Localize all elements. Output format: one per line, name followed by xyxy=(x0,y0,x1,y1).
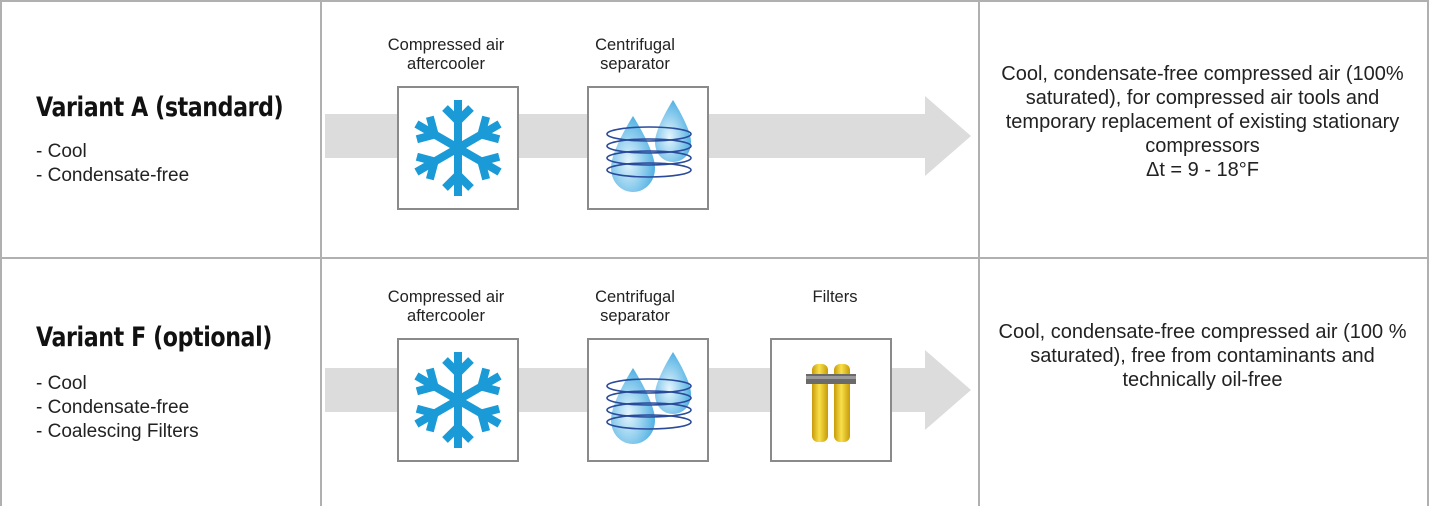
feature-item: Coalescing Filters xyxy=(36,420,199,444)
separator-box xyxy=(587,86,709,210)
filters-box xyxy=(770,338,892,462)
snowflake-icon xyxy=(414,352,502,448)
feature-list: Cool Condensate-free Coalescing Filters xyxy=(36,372,199,444)
separator-box xyxy=(587,338,709,462)
feature-list: Cool Condensate-free xyxy=(36,140,190,188)
grid-right xyxy=(1427,0,1429,506)
aftercooler-box xyxy=(397,86,519,210)
variant-row-a: Variant A (standard) Cool Condensate-fre… xyxy=(0,0,1429,258)
grid-left xyxy=(0,0,2,506)
result-delta: Δt = 9 - 18°F xyxy=(1145,159,1260,181)
feature-item: Condensate-free xyxy=(36,396,199,420)
component-label: Filters xyxy=(812,288,858,306)
feature-item: Condensate-free xyxy=(36,164,190,188)
snowflake-icon xyxy=(414,100,502,196)
result-description: Cool, condensate-free compressed air (10… xyxy=(1001,63,1404,157)
component-label: Centrifugal separator xyxy=(595,288,675,325)
filter-cartridges-icon xyxy=(806,364,856,442)
component-label: Compressed air aftercooler xyxy=(387,288,505,325)
result-text: Cool, condensate-free compressed air (10… xyxy=(990,320,1415,392)
result-text: Cool, condensate-free compressed air (10… xyxy=(990,62,1415,182)
component-label: Compressed air aftercooler xyxy=(387,36,505,73)
grid-top xyxy=(0,0,1429,2)
grid-col-2 xyxy=(978,0,980,506)
result-description: Cool, condensate-free compressed air (10… xyxy=(998,321,1407,391)
grid-row-divider xyxy=(0,257,1429,259)
variant-row-f: Variant F (optional) Cool Condensate-fre… xyxy=(0,258,1429,506)
component-label: Centrifugal separator xyxy=(595,36,675,73)
feature-item: Cool xyxy=(36,140,189,164)
variant-title: Variant A (standard) xyxy=(36,92,284,123)
grid-col-1 xyxy=(320,0,322,506)
centrifugal-drops-icon xyxy=(606,352,692,444)
centrifugal-drops-icon xyxy=(606,100,692,192)
variant-title: Variant F (optional) xyxy=(36,322,272,353)
feature-item: Cool xyxy=(36,372,199,396)
aftercooler-box xyxy=(397,338,519,462)
